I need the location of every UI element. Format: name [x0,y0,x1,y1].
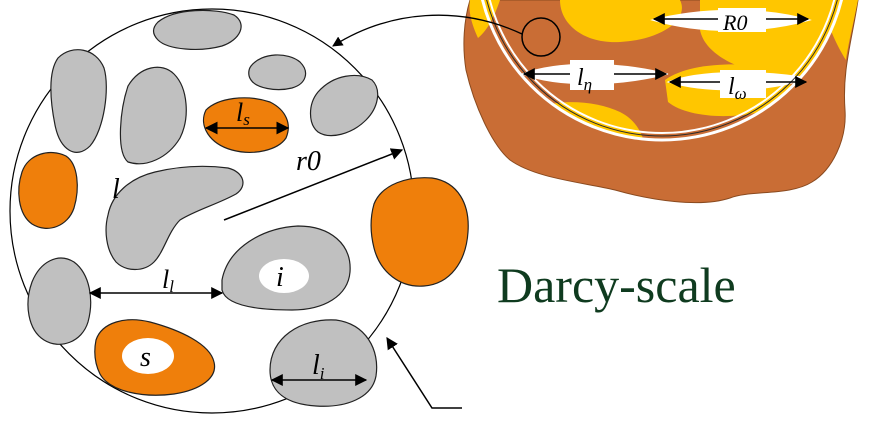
l-label: l [112,174,120,205]
gray-inclusion [154,10,242,49]
gray-inclusion [249,55,306,90]
gray-inclusion [120,67,186,163]
orange-inclusion-right [371,178,468,286]
ll-label: ll [162,265,174,296]
darcy-medium-inset: R0 lη lω [464,0,860,203]
orange-inclusion [19,153,77,229]
darcy-scale-title: Darcy-scale [497,257,736,313]
s-label: s [140,342,151,373]
gray-inclusion [311,76,378,136]
gray-inclusion-l [106,166,243,269]
i-label: i [276,262,284,293]
r0-label: R0 [722,10,747,35]
inner-pore-i [259,259,309,293]
leader-arrow [387,338,462,408]
gray-inclusion [51,50,106,153]
pore-scale-region: ls r0 l ll i s li [10,9,468,413]
r0-radius-label: r0 [296,146,321,177]
gray-inclusion-l-left [28,258,91,344]
